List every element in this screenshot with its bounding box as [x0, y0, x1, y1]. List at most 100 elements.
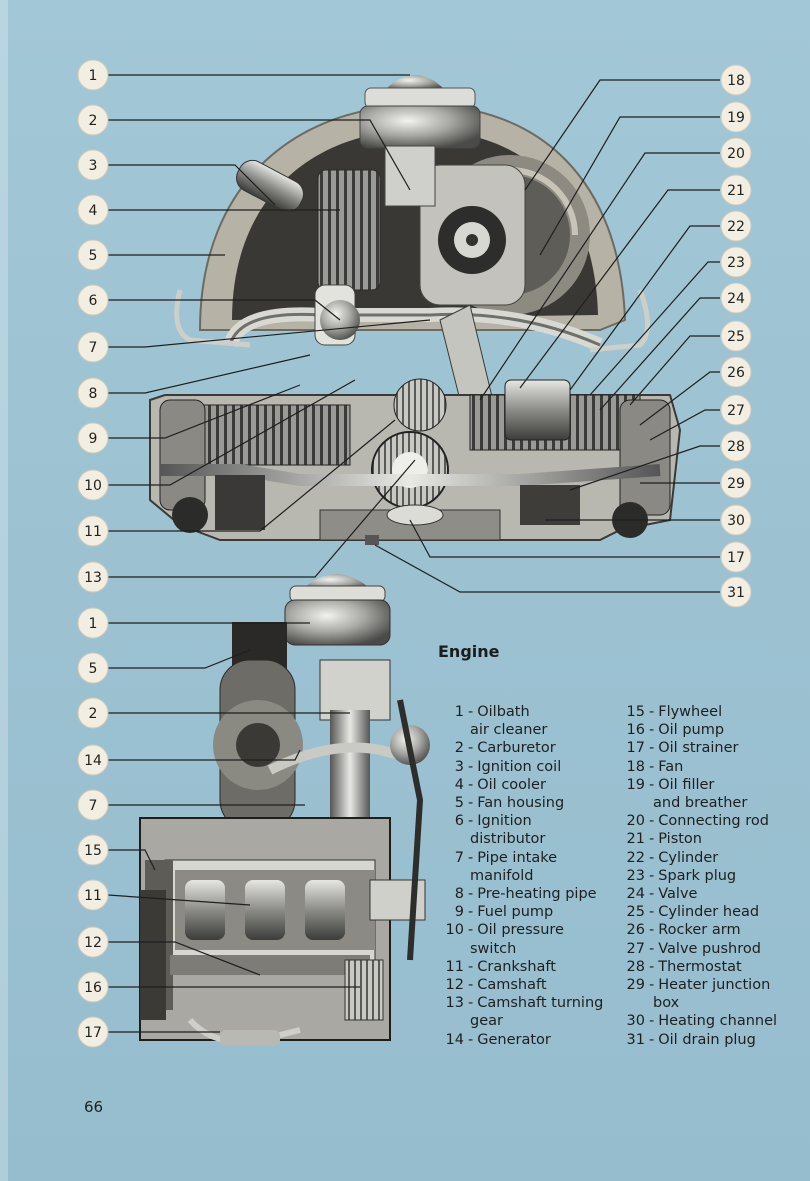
legend-entry-21: 21-Piston [612, 830, 802, 848]
callout-circle [720, 576, 752, 608]
callout-18: 18 [720, 64, 752, 96]
legend-text: Rocker arm [658, 922, 741, 939]
legend-text: Camshaft turning [477, 995, 604, 1012]
legend-text: Crankshaft [477, 958, 556, 975]
legend-text: Fuel pump [477, 904, 554, 921]
callout-5: 5 [77, 239, 109, 271]
legend-text-continued: box [653, 995, 680, 1012]
callout-number: 30 [727, 513, 745, 529]
legend-number: 25 [626, 904, 645, 921]
legend-dash: - [649, 886, 655, 903]
callout-number: 11 [84, 888, 102, 904]
callout-number: 9 [89, 431, 98, 447]
callout-circle [720, 246, 752, 278]
callout-15: 15 [77, 834, 109, 866]
bottom-engine-illustration [139, 574, 430, 1046]
legend-entry-6: 6-Ignition [430, 812, 615, 830]
legend-entry-1: 1-Oilbath [430, 703, 615, 721]
legend-text: Cylinder [658, 849, 719, 866]
callout-7: 7 [77, 789, 109, 821]
legend-entry-22: 22-Cylinder [612, 849, 802, 867]
legend-dash: - [649, 813, 655, 830]
callout-number: 17 [727, 550, 745, 566]
callout-number: 13 [84, 570, 102, 586]
callout-circle [720, 467, 752, 499]
legend-text: Fan housing [477, 795, 565, 812]
legend-dash: - [649, 849, 655, 866]
legend-number: 20 [626, 813, 645, 830]
callout-17: 17 [720, 541, 752, 573]
legend-entry-14: 14-Generator [430, 1031, 615, 1049]
callout-number: 11 [84, 524, 102, 540]
legend-entry-17: 17-Oil strainer [612, 739, 802, 757]
callout-27: 27 [720, 394, 752, 426]
callout-circle [77, 607, 109, 639]
callout-circle [720, 210, 752, 242]
page-number: 66 [84, 1098, 104, 1116]
callout-9: 9 [77, 422, 109, 454]
legend-dash: - [468, 886, 474, 903]
legend-entry-2: 2-Carburetor [430, 739, 615, 757]
legend-entry-30: 30-Heating channel [612, 1012, 802, 1030]
legend-dash: - [649, 977, 655, 994]
callout-number: 2 [89, 113, 98, 129]
legend-text: Heater junction [658, 977, 771, 994]
legend-number: 14 [445, 1031, 464, 1048]
callout-11: 11 [77, 879, 109, 911]
legend-entry-12: 12-Camshaft [430, 976, 615, 994]
callout-circle [77, 561, 109, 593]
callout-number: 22 [727, 219, 745, 235]
callout-circle [720, 137, 752, 169]
legend-dash: - [649, 704, 655, 720]
legend-text: Fan [658, 758, 684, 775]
legend-entry-7: 7-Pipe intake [430, 849, 615, 867]
legend-text: Oil drain plug [658, 1031, 756, 1048]
callout-number: 16 [84, 980, 102, 996]
callout-number: 3 [89, 158, 98, 174]
callout-number: 4 [89, 203, 98, 219]
callout-circle [720, 356, 752, 388]
callout-2: 2 [77, 104, 109, 136]
callout-number: 7 [89, 798, 98, 814]
legend-text: Flywheel [658, 704, 723, 720]
legend-text-continued: manifold [470, 867, 534, 884]
top-callouts: 1234567891011131819202122232425262728293… [77, 59, 752, 608]
legend-text: Cylinder head [658, 904, 760, 921]
callout-24: 24 [720, 282, 752, 314]
legend-dash: - [468, 977, 474, 994]
callout-number: 20 [727, 146, 745, 162]
callout-number: 25 [727, 329, 745, 345]
bottom-leader-lines [107, 622, 360, 1033]
legend-text: Oil filler [658, 776, 715, 793]
legend-number: 8 [454, 886, 464, 903]
legend-text: Oil pump [658, 722, 725, 739]
legend-dash: - [468, 995, 474, 1012]
callout-number: 12 [84, 935, 102, 951]
legend-number: 31 [626, 1031, 645, 1048]
legend-entry-26: 26-Rocker arm [612, 921, 802, 939]
legend-text: Thermostat [658, 958, 742, 975]
callout-number: 31 [727, 585, 745, 601]
callout-circle [720, 430, 752, 462]
legend-text-continued: distributor [470, 831, 546, 848]
callout-circle [77, 239, 109, 271]
callout-number: 6 [89, 293, 98, 309]
legend-number: 5 [454, 795, 464, 812]
callout-29: 29 [720, 467, 752, 499]
legend-dash: - [649, 722, 655, 739]
legend-text: Valve [658, 886, 698, 903]
legend-number: 18 [626, 758, 645, 775]
legend-dash: - [468, 813, 474, 830]
legend-text-continued: and breather [653, 795, 748, 812]
callout-number: 7 [89, 340, 98, 356]
legend-text: Heating channel [658, 1013, 778, 1030]
legend-number: 17 [626, 740, 645, 757]
legend-text: Pre-heating pipe [477, 886, 597, 903]
legend-dash: - [649, 1031, 655, 1048]
callout-14: 14 [77, 744, 109, 776]
callout-number: 28 [727, 439, 745, 455]
callout-10: 10 [77, 469, 109, 501]
callout-circle [77, 652, 109, 684]
legend-number: 13 [445, 995, 464, 1012]
